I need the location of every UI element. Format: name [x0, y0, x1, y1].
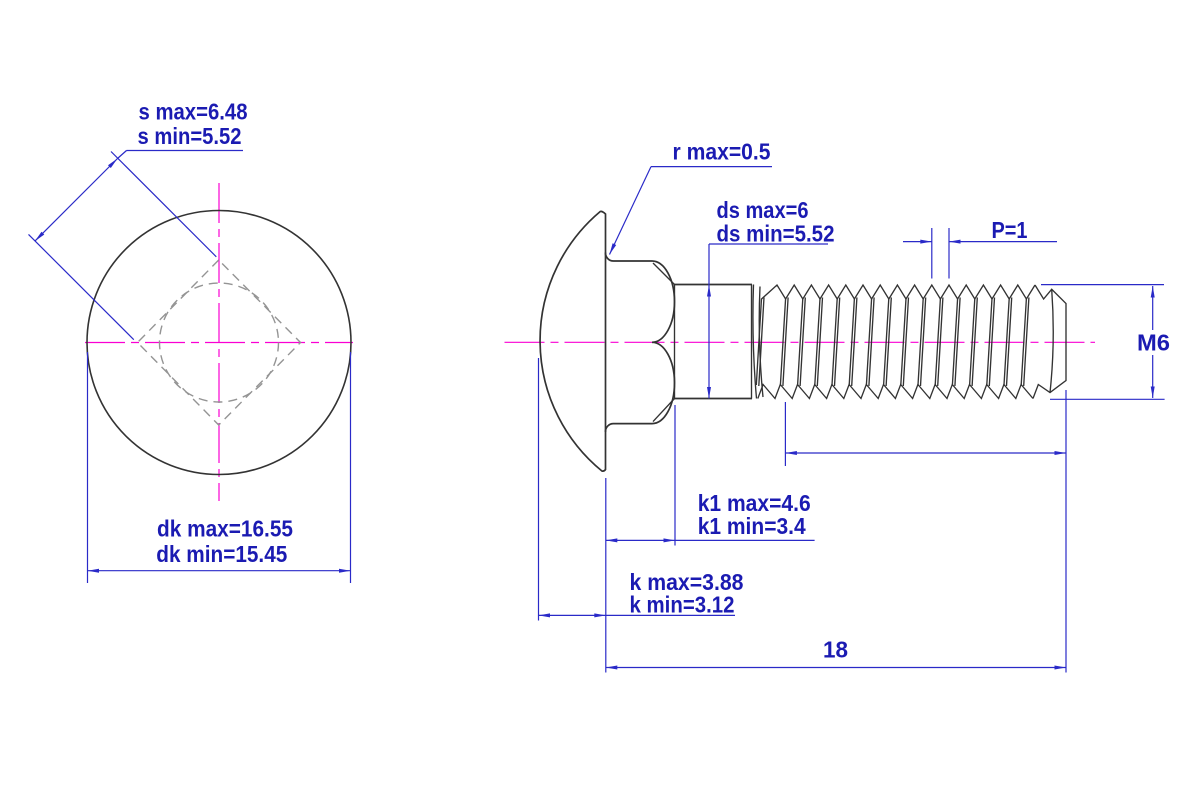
svg-text:r max=0.5: r max=0.5: [673, 138, 771, 164]
svg-text:18: 18: [823, 637, 848, 663]
svg-text:dk min=15.45: dk min=15.45: [156, 541, 287, 567]
svg-text:k max=3.88: k max=3.88: [630, 569, 744, 595]
svg-text:k1 max=4.6: k1 max=4.6: [698, 490, 811, 516]
svg-text:s max=6.48: s max=6.48: [139, 98, 248, 124]
svg-text:P=1: P=1: [992, 217, 1028, 243]
svg-text:s min=5.52: s min=5.52: [138, 123, 242, 149]
svg-text:dk max=16.55: dk max=16.55: [157, 516, 293, 542]
svg-text:k1 min=3.4: k1 min=3.4: [698, 513, 806, 539]
svg-text:ds max=6: ds max=6: [717, 197, 809, 223]
svg-text:k min=3.12: k min=3.12: [630, 591, 735, 617]
svg-text:M6: M6: [1137, 329, 1170, 355]
svg-text:ds min=5.52: ds min=5.52: [717, 221, 835, 247]
